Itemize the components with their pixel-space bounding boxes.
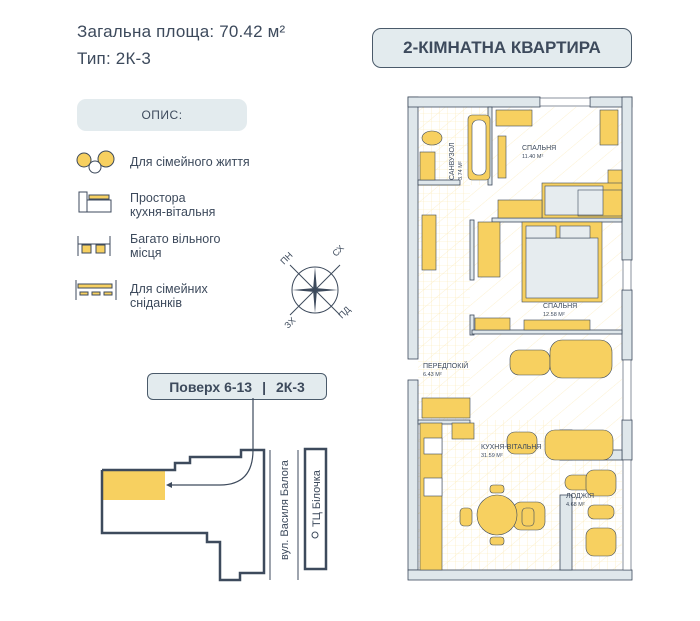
wardrobe (421, 214, 437, 271)
room-area: 4.68 М² (566, 502, 585, 508)
feature-text: Для сімейного життя (130, 155, 250, 169)
compass-east: СХ (330, 245, 346, 258)
compass-west: ЗХ (282, 315, 297, 330)
apartment-type: Тип: 2К-3 (77, 49, 152, 68)
windows (539, 97, 632, 571)
furniture (419, 109, 623, 571)
arrow-icon (166, 482, 172, 488)
sofa (544, 429, 614, 461)
sink (419, 151, 436, 181)
street-name: вул. Василя Балога (279, 459, 291, 560)
compass-south: ПД (336, 304, 352, 320)
feature-text: Для сімейних (130, 282, 208, 296)
space-icon (77, 236, 111, 256)
floor-type: 2К-3 (276, 378, 305, 395)
feature-text: Багато вільного (130, 232, 221, 246)
apartment-highlight (103, 471, 165, 500)
floor-label: Поверх 6-13 | 2К-3 (147, 373, 327, 400)
feature-family: Для сімейного життя (130, 155, 250, 169)
family-icon (76, 150, 115, 174)
separator: | (262, 378, 267, 395)
building-outline (100, 448, 266, 582)
location-pin-icon (311, 531, 319, 539)
room-name: ЛОДЖІЯ (566, 493, 594, 500)
page-title: 2-КІМНАТНА КВАРТИРА (372, 28, 632, 68)
dining-table (476, 494, 518, 536)
floor-plan: СПАЛЬНЯ 11.40 М² СПАЛЬНЯ 12.58 М² САНВУЗ… (407, 96, 633, 581)
room-name: САНВУЗОЛ (449, 142, 456, 180)
room-area: 11.40 М² (522, 154, 543, 160)
feature-text: кухня-вітальня (130, 205, 216, 219)
breakfast-table-icon (75, 280, 117, 300)
pointer-line (168, 398, 254, 486)
kitchen-icon (78, 191, 112, 213)
feature-icons (75, 150, 117, 300)
compass: ПН СХ ПД ЗХ (278, 245, 352, 330)
feature-text: сніданків (130, 296, 182, 310)
total-area: Загальна площа: 70.42 м² (77, 22, 286, 41)
feature-text: місця (130, 246, 162, 260)
feature-text: Простора (130, 191, 186, 205)
landmark-name: ТЦ Білочка (311, 469, 323, 527)
compass-north: ПН (278, 250, 294, 266)
room-area: 3.74 М² (458, 161, 464, 180)
room-name: КУХНЯ-ВІТАЛЬНЯ (481, 444, 542, 451)
kitchen-counter (419, 422, 443, 571)
room-area: 12.58 М² (543, 312, 565, 318)
room-name: СПАЛЬНЯ (543, 303, 577, 310)
mall-building (303, 447, 328, 571)
room-name: СПАЛЬНЯ (522, 145, 556, 152)
shoe-cabinet (421, 397, 471, 419)
room-area: 6.43 М² (423, 372, 442, 378)
toilet (421, 130, 443, 146)
floor-range: Поверх 6-13 (169, 378, 253, 395)
room-area: 31.59 М² (481, 453, 503, 459)
description-button[interactable]: ОПИС: (77, 99, 247, 131)
room-name: ПЕРЕДПОКІЙ (423, 361, 468, 370)
